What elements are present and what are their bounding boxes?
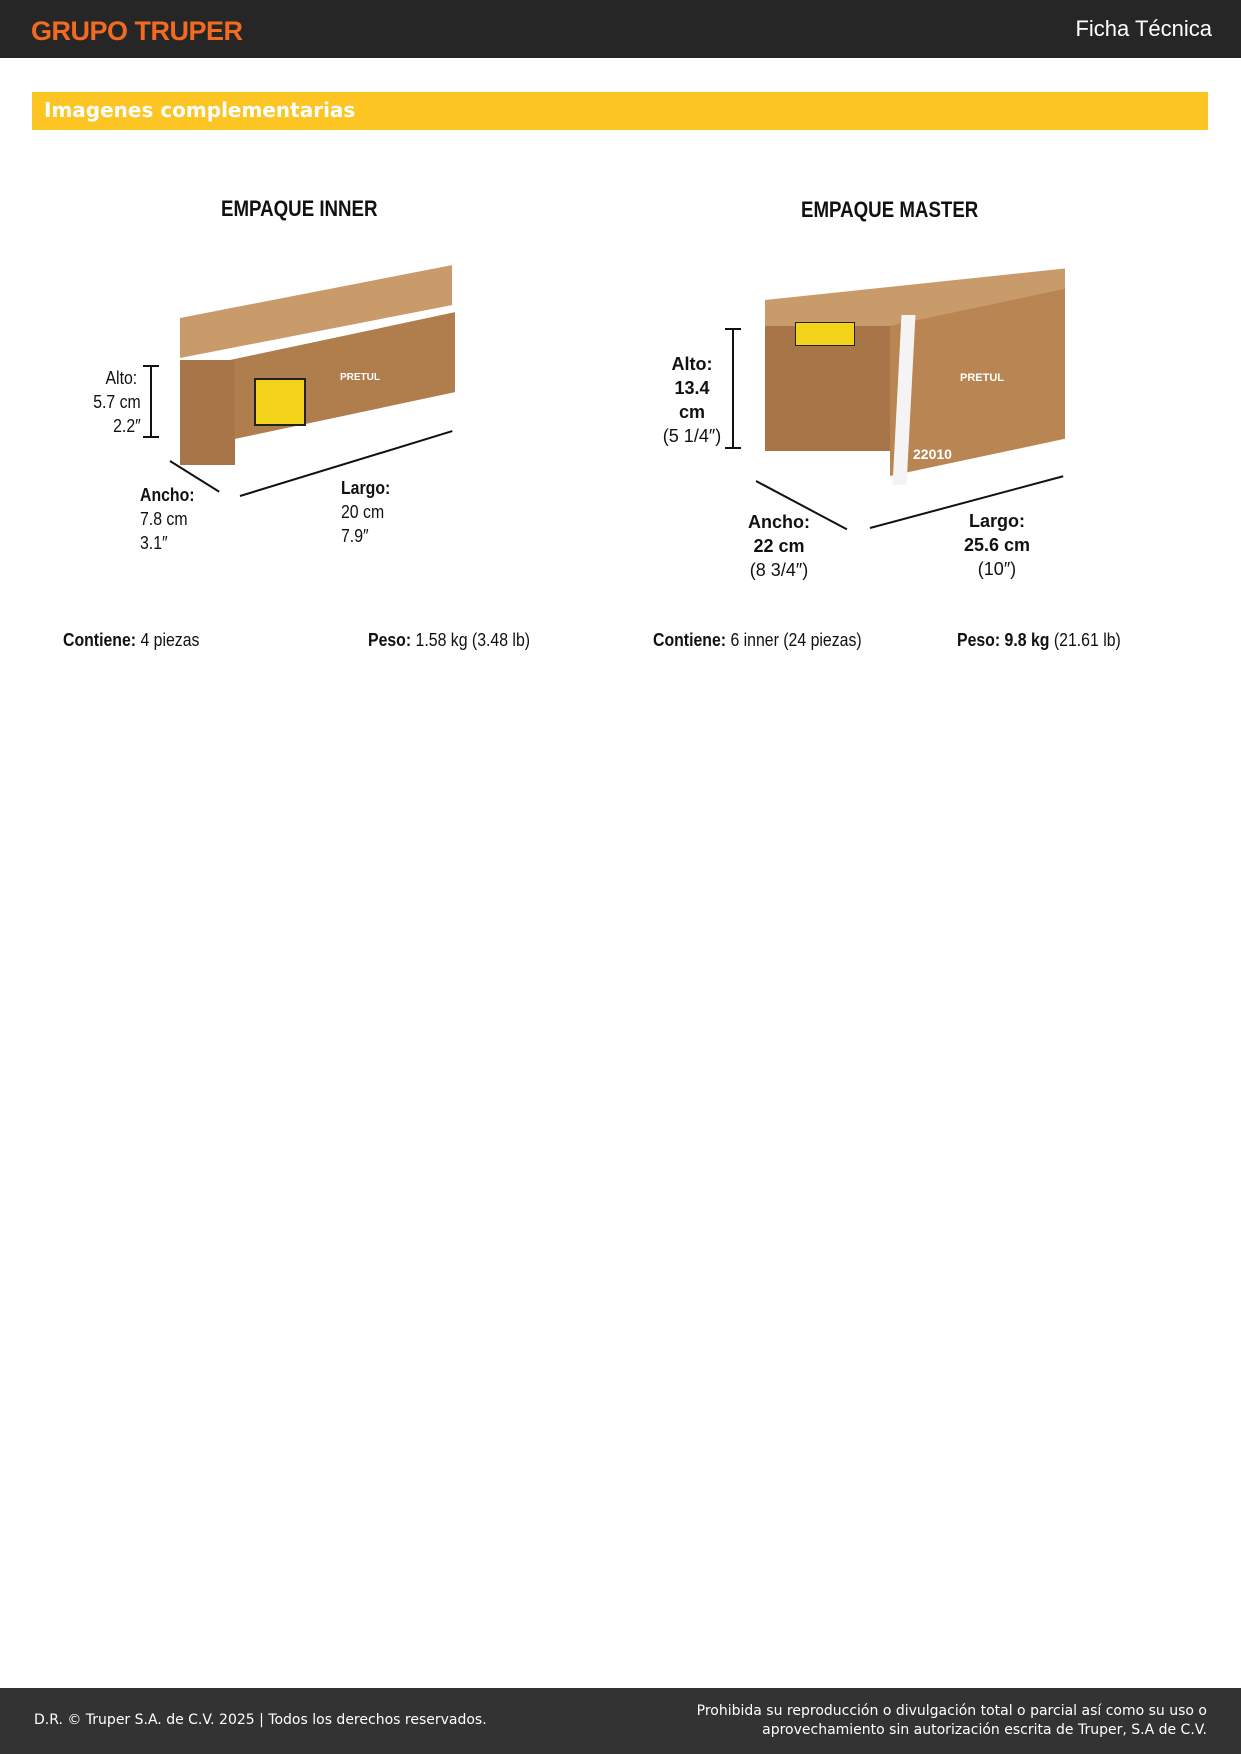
master-title: EMPAQUE MASTER xyxy=(801,197,979,222)
inner-ancho-in: 3.1″ xyxy=(140,533,168,553)
master-alto-in: (5 1/4″) xyxy=(662,426,722,446)
footer-disclaimer: Prohibida su reproducción o divulgación … xyxy=(696,1703,1207,1738)
master-largo-label: Largo: xyxy=(969,511,1025,531)
box-brand: PRETUL xyxy=(960,372,1004,384)
inner-contiene: Contiene: 4 piezas xyxy=(63,630,200,650)
inner-alto-label: Alto: xyxy=(105,368,138,388)
inner-peso: Peso: 1.58 kg (3.48 lb) xyxy=(368,630,531,650)
inner-alto-in: 2.2″ xyxy=(113,416,141,436)
inner-alto-cm: 5.7 cm xyxy=(93,392,141,412)
master-contiene: Contiene: 6 inner (24 piezas) xyxy=(653,630,862,650)
inner-largo-in: 7.9″ xyxy=(341,526,369,546)
inner-ancho-cm: 7.8 cm xyxy=(140,509,188,529)
box-brand: PRETUL xyxy=(340,372,380,383)
master-ancho-cm: 22 cm xyxy=(753,536,805,556)
footer: D.R. © Truper S.A. de C.V. 2025 | Todos … xyxy=(0,1688,1241,1754)
master-ancho-label: Ancho: xyxy=(748,512,810,532)
master-ancho-in: (8 3/4″) xyxy=(749,560,809,580)
inner-ancho-label: Ancho: xyxy=(140,485,195,505)
inner-largo-cm: 20 cm xyxy=(341,502,385,522)
footer-copyright: D.R. © Truper S.A. de C.V. 2025 | Todos … xyxy=(34,1712,487,1728)
inner-title: EMPAQUE INNER xyxy=(221,196,378,221)
page-title: Ficha Técnica xyxy=(1075,16,1212,41)
inner-largo-label: Largo: xyxy=(341,478,391,498)
master-peso: Peso: 9.8 kg (21.61 lb) xyxy=(957,630,1121,650)
master-largo-in: (10″) xyxy=(977,559,1017,579)
section-title: Imagenes complementarias xyxy=(32,92,1208,130)
master-alto-cm: 13.4 cm xyxy=(674,378,710,422)
master-largo-cm: 25.6 cm xyxy=(963,535,1031,555)
box-code: 22010 xyxy=(913,446,952,462)
logo: GRUPO TRUPER xyxy=(31,16,243,46)
master-alto-label: Alto: xyxy=(671,354,713,374)
header: GRUPO TRUPER Ficha Técnica xyxy=(0,0,1241,58)
